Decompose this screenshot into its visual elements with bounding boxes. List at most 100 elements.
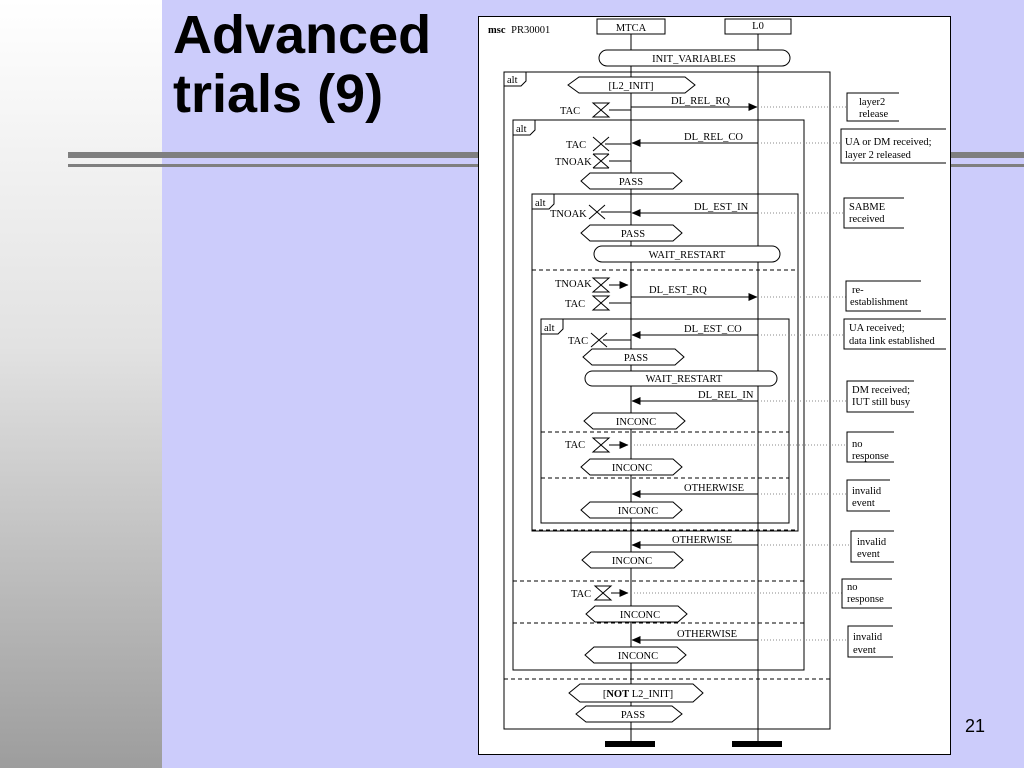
comment-line: release [859, 109, 888, 120]
timer-timeout-icon [588, 204, 606, 220]
left-gradient-band [0, 0, 162, 768]
instance-end-l0 [732, 741, 782, 747]
verdict-inconc-5 [585, 605, 688, 623]
comment-bracket [846, 431, 894, 463]
alt-label-3: alt [535, 198, 546, 209]
alt-tab-2 [513, 120, 536, 136]
message-label: DL_EST_RQ [649, 285, 707, 296]
condition-init-variables [598, 49, 791, 67]
msc-diagram: msc PR30001 MTCA L0 alt alt alt alt INIT… [478, 16, 951, 755]
verdict-inconc-3 [580, 501, 683, 519]
comment-line: invalid [852, 486, 882, 497]
condition-wait-restart-2 [584, 370, 778, 387]
instance-name-mtca: MTCA [616, 23, 647, 34]
comment-line: UA received; [849, 323, 905, 334]
page-number: 21 [965, 716, 986, 736]
timer-label: TAC [565, 440, 585, 451]
alt-frame-4 [540, 318, 790, 524]
message-label: DL_EST_IN [694, 202, 749, 213]
timer-timeout-icon [592, 136, 610, 152]
guard-not-l2-init-label: [NOT L2_INIT] [603, 689, 673, 700]
verdict-pass-final [575, 705, 683, 723]
comment-line: invalid [857, 537, 887, 548]
verdict-inconc-6-label: INCONC [618, 651, 658, 662]
message-label: OTHERWISE [677, 629, 737, 640]
verdict-inconc-6 [584, 646, 687, 664]
verdict-inconc-3-label: INCONC [618, 506, 658, 517]
message-label: DL_EST_CO [684, 324, 742, 335]
timer-label: TAC [566, 140, 586, 151]
alt-frame-3 [531, 193, 799, 532]
comment-line: response [847, 594, 884, 605]
condition-wait-restart-2-label: WAIT_RESTART [646, 374, 723, 385]
comment-bracket [843, 197, 904, 229]
comment-bracket [847, 625, 893, 658]
alt-tab-3 [532, 194, 555, 210]
timer-reset-icon [592, 153, 610, 169]
comment-line: establishment [850, 297, 908, 308]
comment-bracket [845, 280, 921, 312]
message-label: DL_REL_CO [684, 132, 743, 143]
timer-label: TAC [568, 336, 588, 347]
comment-bracket [846, 479, 890, 512]
slide-title: Advanced trials (9) [173, 6, 431, 124]
comment-line: received [849, 214, 885, 225]
verdict-inconc-2 [580, 458, 683, 476]
verdict-pass-1-label: PASS [619, 177, 643, 188]
title-line-1: Advanced [173, 5, 432, 65]
comment-line: IUT still busy [852, 397, 911, 408]
comment-line: re- [852, 285, 864, 296]
comment-line: DM received; [852, 385, 910, 396]
comment-bracket [843, 318, 946, 350]
comment-bracket [846, 380, 914, 413]
guard-not-l2-init [568, 683, 704, 703]
message-label: DL_REL_RQ [671, 96, 730, 107]
verdict-pass-final-label: PASS [621, 710, 645, 721]
comment-line: layer2 [859, 97, 885, 108]
timer-label: TNOAK [555, 279, 592, 290]
comment-line: event [852, 498, 875, 509]
comment-connectors [631, 106, 851, 641]
verdict-pass-2-label: PASS [621, 229, 645, 240]
verdict-pass-2 [580, 224, 683, 242]
verdict-inconc-1 [583, 412, 686, 430]
comment-bracket [840, 128, 946, 164]
guard-l2-init [567, 76, 696, 94]
verdict-pass-3-label: PASS [624, 353, 648, 364]
condition-init-variables-label: INIT_VARIABLES [652, 54, 736, 65]
message-label: DL_REL_IN [698, 390, 754, 401]
alt-tab-4 [541, 319, 564, 335]
comment-line: event [853, 645, 876, 656]
condition-wait-restart-1-label: WAIT_RESTART [649, 250, 726, 261]
verdict-inconc-4-label: INCONC [612, 556, 652, 567]
comment-bracket [850, 530, 894, 563]
comment-line: invalid [853, 632, 883, 643]
message-label: OTHERWISE [684, 483, 744, 494]
comment-line: no [852, 439, 863, 450]
title-line-2: trials (9) [173, 64, 384, 124]
verdict-inconc-1-label: INCONC [616, 417, 656, 428]
timer-label: TAC [565, 299, 585, 310]
comment-line: layer 2 released [845, 150, 912, 161]
msc-heading: msc PR30001 [488, 25, 550, 36]
alt-separators [504, 269, 830, 680]
verdict-pass-1 [580, 172, 683, 190]
verdict-pass-3 [582, 348, 685, 366]
verdict-inconc-2-label: INCONC [612, 463, 652, 474]
timer-label: TAC [571, 589, 591, 600]
comment-line: data link established [849, 336, 935, 347]
verdict-inconc-5-label: INCONC [620, 610, 660, 621]
alt-label-2: alt [516, 124, 527, 135]
guard-l2-init-label: [L2_INIT] [609, 81, 654, 92]
comment-bracket [846, 92, 899, 122]
alt-label-outer: alt [507, 75, 518, 86]
comment-line: UA or DM received; [845, 137, 932, 148]
comment-line: event [857, 549, 880, 560]
alt-frame-2 [512, 119, 805, 671]
comment-bracket [841, 578, 892, 609]
condition-wait-restart-1 [593, 245, 781, 263]
timer-start-icon [593, 585, 613, 601]
timer-label: TAC [560, 106, 580, 117]
verdict-inconc-4 [581, 551, 684, 569]
timer-start-icon [591, 437, 611, 453]
